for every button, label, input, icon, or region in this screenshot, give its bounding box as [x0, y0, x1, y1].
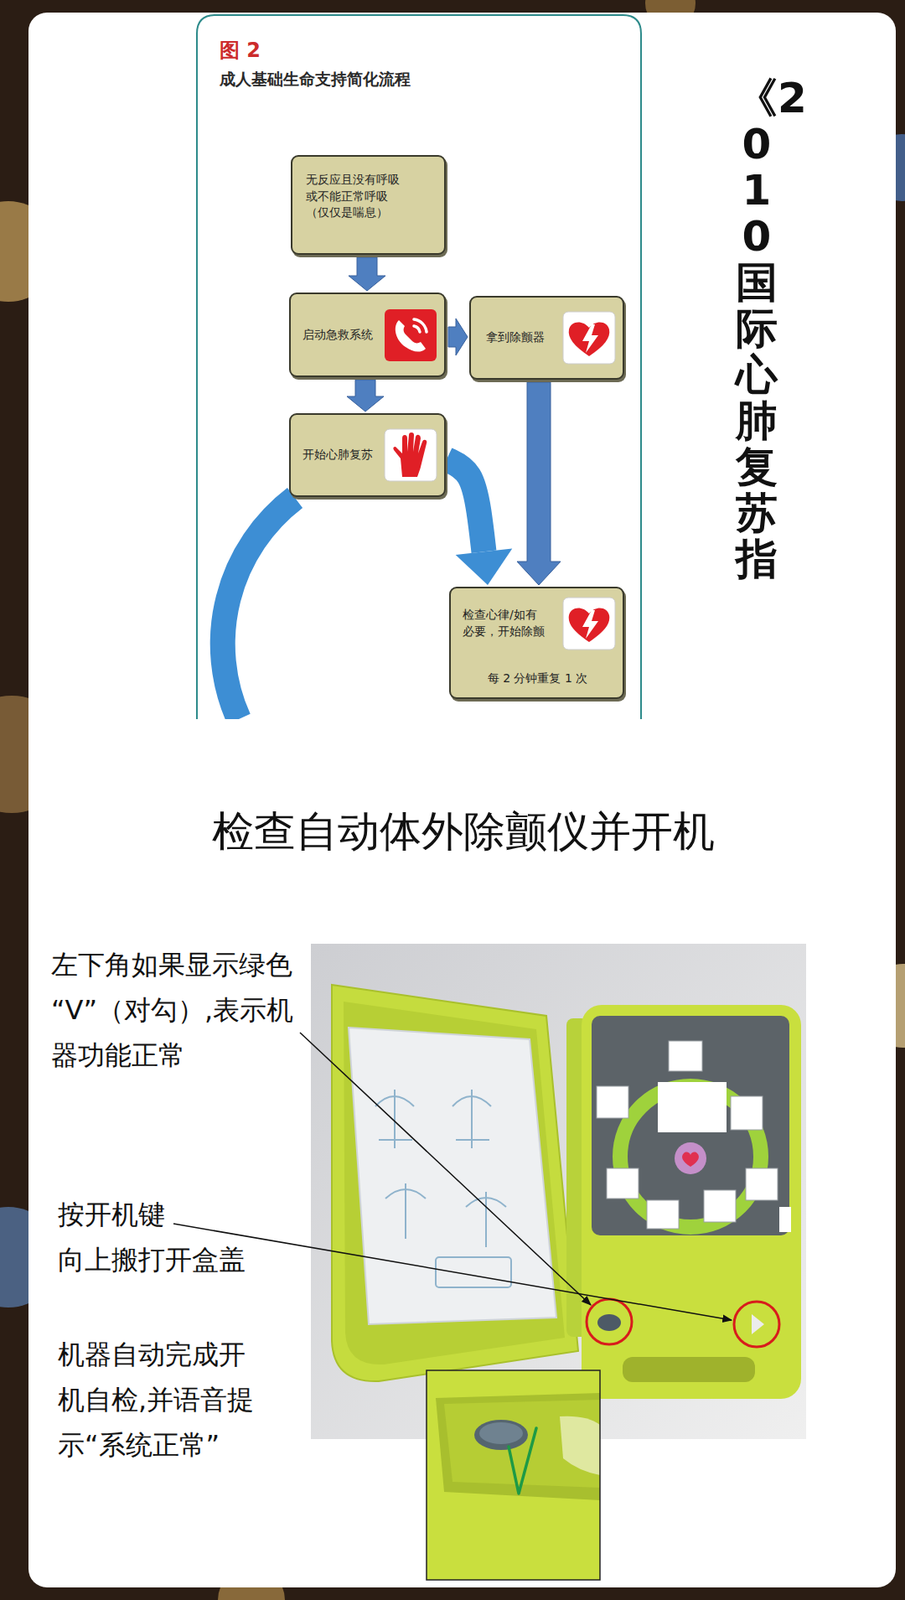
cycle-arrow-body: [446, 459, 484, 552]
flow-arrow: [448, 318, 468, 356]
figure-frame: [196, 15, 642, 719]
box-text: 检查心律/如有 必要，开始除颤: [462, 606, 613, 640]
box-text: 启动急救系统: [302, 326, 376, 344]
process-box: 检查心律/如有 必要，开始除颤每 2 分钟重复 1 次: [449, 586, 625, 699]
block-arrow: [517, 382, 561, 585]
cycle-ring: [222, 497, 295, 719]
icon-graphic: [384, 309, 437, 362]
vertical-title: 《2010国际心肺复苏指: [735, 75, 778, 583]
icon-graphic: [563, 311, 616, 364]
block-arrow: [448, 318, 468, 356]
section-heading: 检查自动体外除颤仪并开机: [170, 806, 757, 857]
process-box: 启动急救系统: [289, 292, 446, 378]
process-box: 开始心肺复苏: [289, 413, 446, 497]
block-arrow: [348, 257, 386, 291]
block-arrow: [346, 379, 384, 412]
flow-arrow: [446, 459, 512, 585]
icon-graphic: [563, 597, 616, 650]
inset-photo: [426, 1370, 600, 1580]
phone-icon: [383, 308, 438, 362]
aed-photo: [310, 943, 807, 1439]
process-box: 拿到除颤器: [469, 295, 625, 380]
arrow-head: [455, 548, 513, 585]
flow-arrow: [517, 382, 561, 585]
callout-text: 按开机键 向上搬打开盒盖: [57, 1191, 259, 1283]
box-text: 无反应且没有呼吸 或不能正常呼吸 （仅仅是喘息）: [305, 171, 435, 222]
figure-number: 图 2: [219, 38, 321, 63]
hand-icon: [383, 428, 438, 482]
flow-arrow: [346, 379, 384, 412]
callout-text: 机器自动完成开 机自检,并语音提 示“系统正常”: [57, 1331, 268, 1468]
white-card: [28, 12, 896, 1588]
figure-title: 成人基础生命支持简化流程: [219, 68, 589, 89]
box-text: 每 2 分钟重复 1 次: [462, 670, 613, 688]
box-text: 开始心肺复苏: [302, 446, 376, 464]
aed-icon: [562, 596, 616, 651]
flow-arrow: [348, 257, 386, 291]
leader-lines: [173, 1032, 732, 1320]
callout-text: 左下角如果显示绿色 “V”（对勾）,表示机 器功能正常: [51, 941, 303, 1078]
box-text: 拿到除颤器: [486, 329, 554, 347]
process-box: 无反应且没有呼吸 或不能正常呼吸 （仅仅是喘息）: [290, 155, 446, 255]
icon-graphic: [384, 429, 437, 481]
aed-icon: [562, 310, 616, 365]
